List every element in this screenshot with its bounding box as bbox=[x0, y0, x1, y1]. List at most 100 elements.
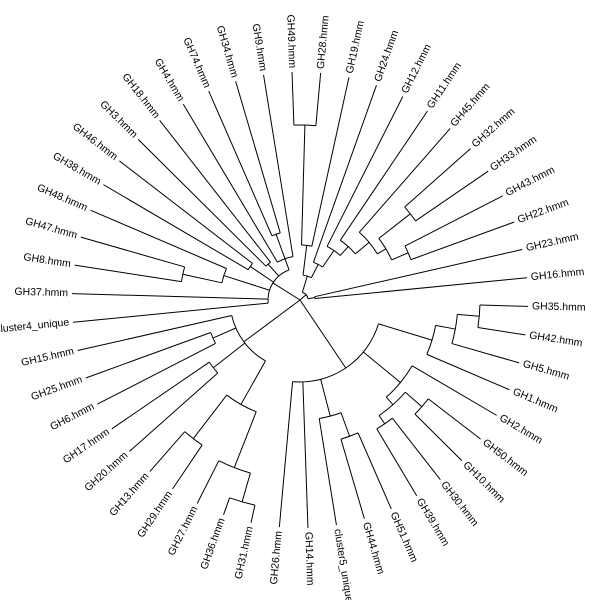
tip-label: GH12.hmm bbox=[399, 42, 434, 96]
tree-branch bbox=[111, 361, 210, 430]
tree-branch bbox=[314, 277, 527, 300]
tree-branch bbox=[267, 263, 280, 277]
tree-arc bbox=[404, 206, 416, 222]
tip-label: GH42.hmm bbox=[528, 329, 583, 349]
tree-branch bbox=[377, 248, 387, 255]
tip-label: GH46.hmm bbox=[70, 121, 120, 163]
tree-arc bbox=[208, 361, 219, 374]
tip-label: GH51.hmm bbox=[388, 510, 421, 564]
tree-arc bbox=[247, 263, 253, 270]
tree-branch bbox=[301, 125, 306, 246]
tree-branch bbox=[90, 209, 227, 269]
tree-branch bbox=[404, 195, 504, 247]
tree-branch bbox=[314, 249, 523, 298]
tree-branch bbox=[80, 236, 185, 268]
tip-label: GH9.hmm bbox=[250, 23, 270, 72]
tree-branch bbox=[302, 245, 308, 276]
tree-arc bbox=[326, 245, 341, 256]
tree-branch bbox=[451, 343, 520, 364]
tip-label: GH16.hmm bbox=[530, 266, 585, 283]
tip-label: GH5.hmm bbox=[521, 358, 571, 383]
tree-branch bbox=[391, 252, 409, 261]
tree-branch bbox=[212, 327, 237, 339]
tree-arc bbox=[301, 244, 312, 247]
tip-label: GH3.hmm bbox=[97, 98, 140, 140]
tree-branch bbox=[315, 72, 322, 126]
tree-arc bbox=[210, 332, 216, 344]
tip-label: GH31.hmm bbox=[233, 525, 256, 580]
tree-branch bbox=[410, 221, 515, 261]
tree-branch bbox=[72, 293, 269, 300]
tip-label: GH43.hmm bbox=[503, 164, 556, 199]
tree-arc bbox=[180, 266, 186, 282]
tree-branch bbox=[326, 96, 404, 247]
tip-label: GH49.hmm bbox=[284, 14, 298, 68]
tip-label: GH13.hmm bbox=[107, 470, 152, 518]
tree-branch bbox=[249, 266, 274, 283]
tree-branch bbox=[411, 365, 497, 416]
tree-branch bbox=[322, 250, 335, 268]
tree-branch bbox=[74, 264, 182, 283]
tip-label: GH37.hmm bbox=[14, 286, 68, 300]
tip-label: GH28.hmm bbox=[315, 15, 332, 70]
tree-branch bbox=[477, 327, 526, 336]
tip-label: GH20.hmm bbox=[82, 449, 130, 494]
tip-label: GH2.hmm bbox=[497, 412, 545, 447]
tree-branch bbox=[376, 428, 418, 497]
tree-branch bbox=[137, 138, 267, 267]
tree-branch bbox=[291, 72, 295, 126]
tip-label: GH34.hmm bbox=[214, 24, 241, 79]
tip-label: GH10.hmm bbox=[461, 459, 508, 506]
tree-branch bbox=[223, 497, 231, 515]
tip-label: GH32.hmm bbox=[469, 106, 517, 151]
tree-branch bbox=[119, 160, 253, 264]
tip-label: GH44.hmm bbox=[360, 521, 387, 576]
tree-branch bbox=[278, 381, 294, 528]
tree-branch bbox=[428, 398, 481, 440]
tree-branch bbox=[250, 504, 256, 523]
tree-branch bbox=[299, 294, 307, 301]
tree-branch bbox=[339, 246, 349, 256]
tree-branch bbox=[302, 381, 309, 528]
tip-label: GH23.hmm bbox=[525, 231, 580, 255]
tree-branch bbox=[233, 411, 257, 468]
tip-label: GH47.hmm bbox=[24, 215, 79, 241]
tree-branch bbox=[241, 472, 251, 502]
tree-branch bbox=[129, 372, 219, 452]
tree-branch bbox=[149, 431, 186, 472]
tip-label: GH39.hmm bbox=[414, 496, 452, 548]
tree-branch bbox=[339, 110, 428, 241]
tree-branch bbox=[378, 415, 386, 425]
tree-branch bbox=[357, 432, 392, 510]
tree-branch bbox=[354, 242, 370, 255]
tree-branch bbox=[301, 275, 308, 293]
tree-branch bbox=[311, 77, 350, 247]
tip-label: GH1.hmm bbox=[511, 386, 560, 416]
tip-label: GH38.hmm bbox=[51, 150, 104, 188]
tree-branch bbox=[385, 396, 394, 406]
tree-arc bbox=[378, 238, 393, 261]
tree-branch bbox=[363, 351, 401, 383]
tree-branch bbox=[310, 264, 319, 278]
tree-arc bbox=[426, 325, 437, 355]
tip-label: GH50.hmm bbox=[480, 437, 530, 479]
tree-branch bbox=[272, 282, 301, 301]
tip-label: GH27.hmm bbox=[166, 504, 201, 558]
tree-arc bbox=[229, 497, 256, 506]
tip-label: GH15.hmm bbox=[20, 345, 75, 369]
tree-branch bbox=[340, 412, 351, 437]
tree-arc bbox=[378, 391, 406, 416]
tree-branch bbox=[415, 170, 489, 222]
tree-branch bbox=[263, 74, 294, 257]
tree-arc bbox=[218, 460, 251, 474]
tree-branch bbox=[243, 299, 301, 343]
tree-arc bbox=[339, 239, 356, 255]
tree-branch bbox=[85, 332, 211, 379]
tree-branch bbox=[426, 353, 510, 391]
tree-branch bbox=[284, 258, 290, 271]
tree-branch bbox=[103, 184, 249, 271]
tip-label: GH48.hmm bbox=[35, 182, 89, 214]
tip-label: GH29.hmm bbox=[135, 489, 175, 540]
tree-branch bbox=[435, 324, 456, 330]
tree-branch bbox=[182, 273, 222, 284]
